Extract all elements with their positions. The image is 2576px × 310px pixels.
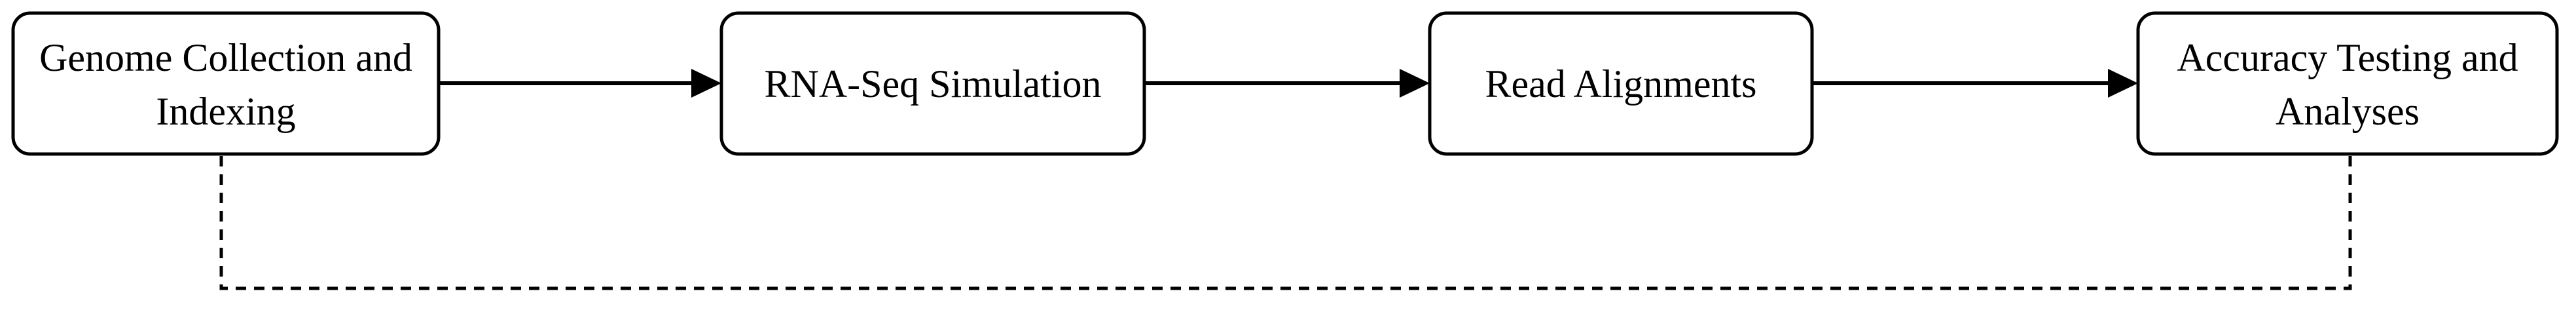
node-label-line: Read Alignments (1485, 62, 1757, 106)
arrowhead-icon (691, 69, 721, 98)
node-accuracy-testing[interactable]: Accuracy Testing and Analyses (2136, 11, 2559, 156)
node-read-alignments[interactable]: Read Alignments (1428, 11, 1814, 156)
node-genome-collection[interactable]: Genome Collection and Indexing (11, 11, 441, 156)
node-label-line: RNA-Seq Simulation (764, 62, 1101, 106)
node-label-line: Genome Collection and (39, 36, 412, 79)
node-label-line: Accuracy Testing and (2177, 36, 2518, 79)
node-label-line: Analyses (2276, 90, 2420, 133)
arrowhead-icon (1400, 69, 1430, 98)
edge-genome-to-accuracy-dashed (219, 156, 2352, 290)
edge-alignments-to-accuracy (1812, 69, 2138, 98)
edge-rnaseq-to-alignments (1144, 69, 1430, 98)
edge-genome-to-rnaseq (439, 69, 721, 98)
node-label-line: Indexing (156, 90, 295, 133)
arrowhead-icon (2108, 69, 2138, 98)
node-rnaseq-simulation[interactable]: RNA-Seq Simulation (719, 11, 1146, 156)
